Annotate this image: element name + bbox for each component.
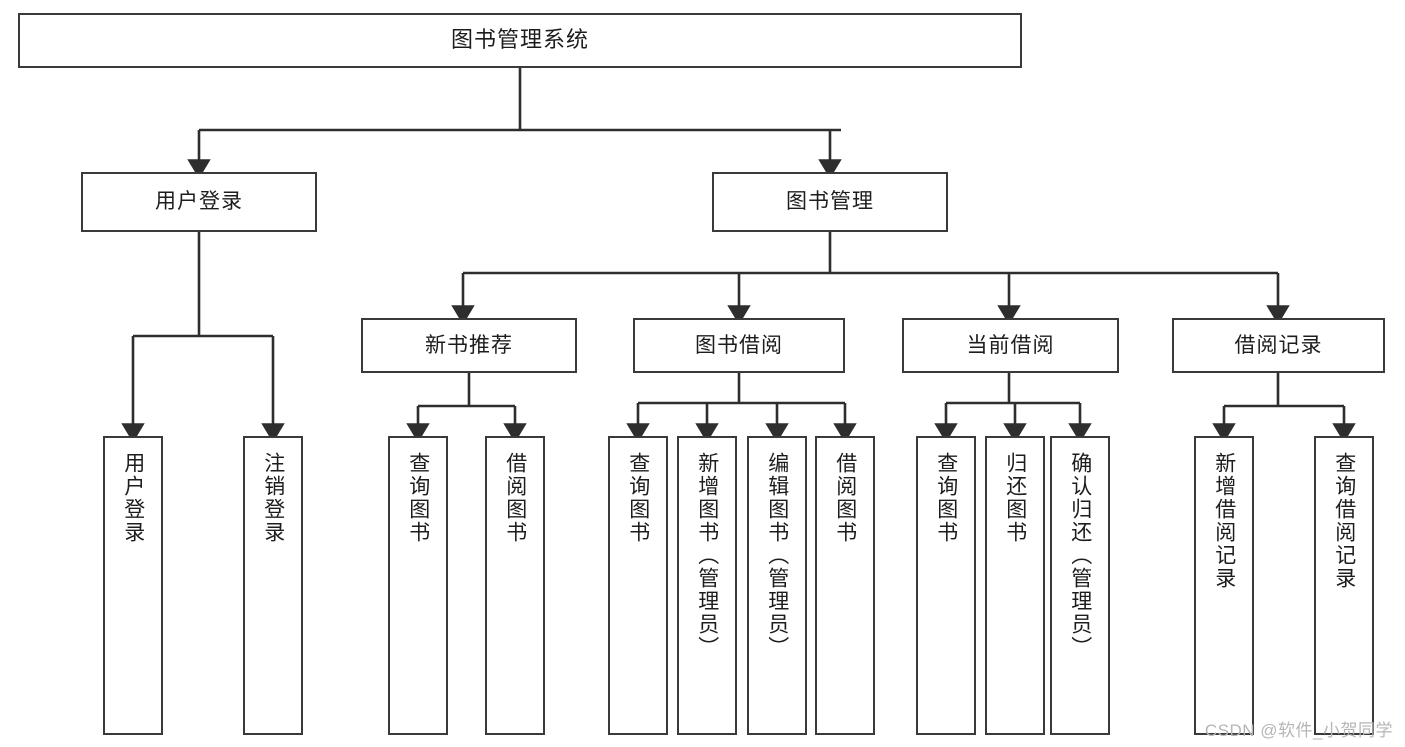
node-leaf-10[interactable]: 确认归还（管理员）	[1050, 436, 1110, 735]
node-leaf-3[interactable]: 借阅图书	[485, 436, 545, 735]
csdn-watermark: CSDN @软件_小贺同学	[1204, 721, 1393, 740]
node-leaf-6[interactable]: 编辑图书（管理员）	[747, 436, 807, 735]
node-leaf-5[interactable]: 新增图书（管理员）	[677, 436, 737, 735]
node-label: 查询图书	[934, 452, 958, 544]
node-label: 确认归还（管理员）	[1068, 452, 1092, 659]
node-leaf-12[interactable]: 查询借阅记录	[1314, 436, 1374, 735]
node-label: 图书借阅	[695, 333, 783, 357]
node-label: 借阅图书	[503, 452, 527, 544]
node-level2-3[interactable]: 借阅记录	[1172, 318, 1385, 373]
node-level1-0[interactable]: 用户登录	[81, 172, 317, 232]
node-label: 编辑图书（管理员）	[765, 452, 789, 659]
node-label: 新书推荐	[425, 333, 513, 357]
node-level2-2[interactable]: 当前借阅	[902, 318, 1119, 373]
node-label: 当前借阅	[966, 333, 1055, 357]
node-label: 借阅图书	[833, 452, 857, 544]
node-label: 查询借阅记录	[1332, 452, 1356, 590]
node-label: 图书管理	[786, 190, 874, 214]
node-label: 查询图书	[406, 452, 430, 544]
node-label: 查询图书	[626, 452, 650, 544]
node-label: 新增借阅记录	[1212, 452, 1236, 590]
node-label: 新增图书（管理员）	[695, 452, 719, 659]
node-level2-1[interactable]: 图书借阅	[633, 318, 845, 373]
node-level2-0[interactable]: 新书推荐	[361, 318, 577, 373]
node-leaf-8[interactable]: 查询图书	[916, 436, 976, 735]
node-label: 归还图书	[1003, 452, 1027, 544]
node-label: 图书管理系统	[450, 27, 589, 53]
node-leaf-11[interactable]: 新增借阅记录	[1194, 436, 1254, 735]
node-level1-1[interactable]: 图书管理	[712, 172, 948, 232]
node-label: 注销登录	[261, 452, 285, 544]
node-leaf-7[interactable]: 借阅图书	[815, 436, 875, 735]
node-leaf-2[interactable]: 查询图书	[388, 436, 448, 735]
node-leaf-4[interactable]: 查询图书	[608, 436, 668, 735]
node-leaf-1[interactable]: 注销登录	[243, 436, 303, 735]
node-label: 用户登录	[121, 452, 145, 544]
node-leaf-9[interactable]: 归还图书	[985, 436, 1045, 735]
node-leaf-0[interactable]: 用户登录	[103, 436, 163, 735]
node-label: 借阅记录	[1234, 333, 1323, 357]
node-label: 用户登录	[155, 190, 243, 214]
node-root[interactable]: 图书管理系统	[18, 13, 1022, 68]
